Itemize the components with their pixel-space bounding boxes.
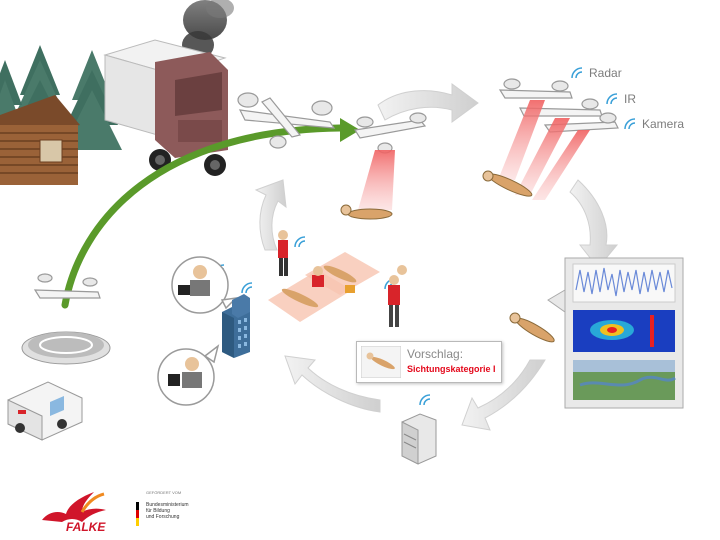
proposal-title: Vorschlag: <box>407 347 464 361</box>
falke-wordmark: FALKE <box>66 520 106 534</box>
server-icon <box>401 413 437 465</box>
victim-icon <box>340 170 555 343</box>
proposal-category: Sichtungskategorie I <box>407 364 496 374</box>
ambulance-icon <box>7 381 83 441</box>
bmbf-line-3: und Forschung <box>146 514 180 520</box>
radar-label: Radar <box>589 66 622 80</box>
truck-icon <box>103 39 228 176</box>
monitor-panel-icon <box>547 257 684 409</box>
bmbf-supported-text: GEFÖRDERT VOM <box>146 490 182 495</box>
bmbf-logo: GEFÖRDERT VOM Bundesministerium für Bild… <box>128 488 198 532</box>
bmbf-name: Bundesministerium für Bildung und Forsch… <box>146 502 189 520</box>
proposal-callout: Vorschlag: Sichtungskategorie I <box>356 341 502 383</box>
sensor-beam <box>358 100 590 210</box>
bmbf-line-1: Bundesministerium <box>146 502 189 508</box>
kamera-label: Kamera <box>642 117 685 131</box>
rescuer-icon <box>278 230 407 327</box>
victim-icon <box>361 346 401 378</box>
building-icon <box>222 294 250 358</box>
falke-logo-icon <box>42 492 106 522</box>
cycle-arrows <box>254 83 619 431</box>
german-flag-icon <box>136 502 139 526</box>
helipad-icon <box>21 331 111 365</box>
ir-label: IR <box>624 92 636 106</box>
flight-path-arrow <box>61 124 344 309</box>
bmbf-line-2: für Bildung <box>146 508 170 514</box>
cabin-icon <box>0 95 80 185</box>
